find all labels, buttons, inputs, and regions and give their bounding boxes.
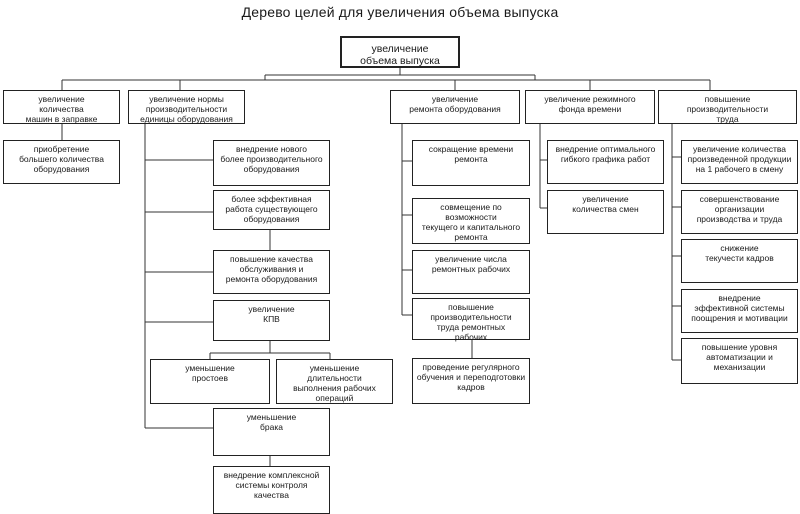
node-operation-duration: уменьшение длительности выполнения рабоч… bbox=[276, 359, 393, 404]
node-kpv: увеличение КПВ bbox=[213, 300, 330, 341]
node-shifts: увеличение количества смен bbox=[547, 190, 664, 234]
node-repair-time: сокращение времени ремонта bbox=[412, 140, 530, 186]
node-repair-workers: увеличение числа ремонтных рабочих bbox=[412, 250, 530, 294]
node-turnover: снижение текучести кадров bbox=[681, 239, 798, 283]
node-automation: повышение уровня автоматизации и механиз… bbox=[681, 338, 798, 384]
node-training: проведение регулярного обучения и перепо… bbox=[412, 358, 530, 404]
node-motivation: внедрение эффективной системы поощрения … bbox=[681, 289, 798, 333]
node-buy-equipment: приобретение большего количества оборудо… bbox=[3, 140, 120, 184]
node-equipment-productivity: увеличение нормы производительности един… bbox=[128, 90, 245, 124]
node-downtime: уменьшение простоев bbox=[150, 359, 270, 404]
node-combine-repair: совмещение по возможности текущего и кап… bbox=[412, 198, 530, 244]
node-labor-productivity: повышение производительности труда bbox=[658, 90, 797, 124]
node-defects: уменьшение брака bbox=[213, 408, 330, 456]
node-root: увеличение объема выпуска bbox=[340, 36, 460, 68]
node-repair: увеличение ремонта оборудования bbox=[390, 90, 520, 124]
node-time-fund: увеличение режимного фонда времени bbox=[525, 90, 655, 124]
node-efficient-work: более эффективная работа существующего о… bbox=[213, 190, 330, 230]
node-output-per-worker: увеличение количества произведенной прод… bbox=[681, 140, 798, 184]
node-organization: совершенствование организации производст… bbox=[681, 190, 798, 234]
diagram-title: Дерево целей для увеличения объема выпус… bbox=[241, 4, 559, 20]
node-repair-productivity: повышение производительности труда ремон… bbox=[412, 298, 530, 342]
node-flexible-schedule: внедрение оптимального гибкого графика р… bbox=[547, 140, 664, 184]
node-new-equipment: внедрение нового более производительного… bbox=[213, 140, 330, 186]
node-quality-control: внедрение комплексной системы контроля к… bbox=[213, 466, 330, 514]
node-machines: увеличение количества машин в заправке bbox=[3, 90, 120, 124]
node-service-quality: повышение качества обслуживания и ремонт… bbox=[213, 250, 330, 294]
